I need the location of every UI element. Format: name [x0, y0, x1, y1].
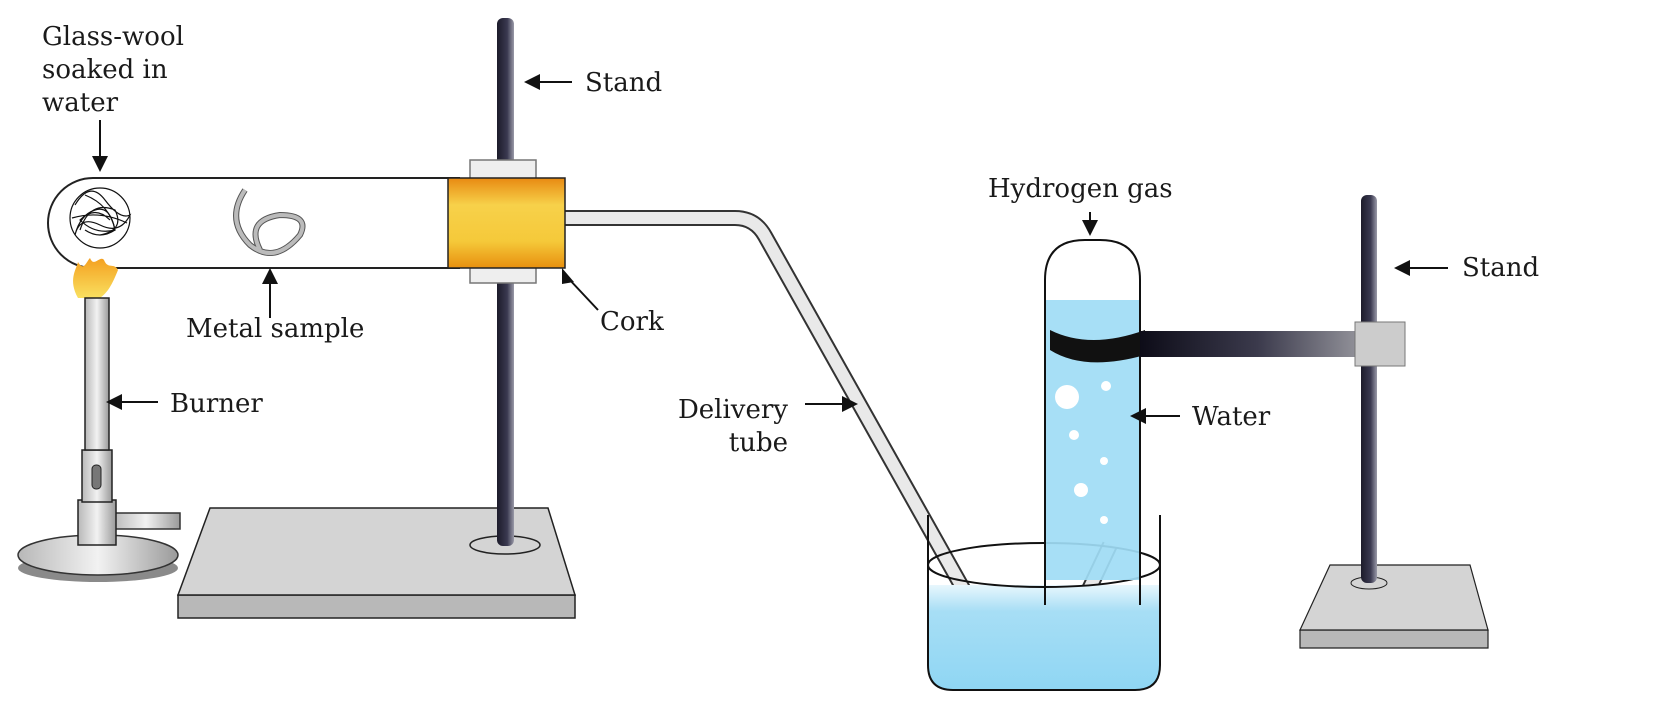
- gas-jar: [1044, 239, 1406, 605]
- cork-label: Cork: [600, 307, 664, 337]
- glass-wool-label-line3: water: [42, 88, 119, 118]
- cork: [447, 177, 566, 269]
- glass-wool: [69, 187, 132, 249]
- delivery-tube-label-line1: Delivery: [678, 395, 788, 425]
- glass-wool-label-line1: Glass-wool: [42, 22, 184, 52]
- labels: [92, 74, 1448, 424]
- stand-right-label: Stand: [1462, 253, 1539, 283]
- burner: [17, 258, 181, 582]
- test-tube: [46, 177, 566, 269]
- beaker: [927, 515, 1161, 691]
- arrows: [92, 74, 1448, 424]
- metal-sample-label: Metal sample: [186, 314, 364, 344]
- right-stand: [1299, 195, 1489, 649]
- delivery-tube-label-line2: tube: [729, 428, 788, 458]
- stand-left-label: Stand: [585, 68, 662, 98]
- burner-label: Burner: [170, 389, 263, 419]
- bubbles: [1055, 381, 1111, 524]
- water-label: Water: [1192, 402, 1271, 432]
- glass-wool-label-line2: soaked in: [42, 55, 168, 85]
- hydrogen-gas-label: Hydrogen gas: [988, 174, 1173, 204]
